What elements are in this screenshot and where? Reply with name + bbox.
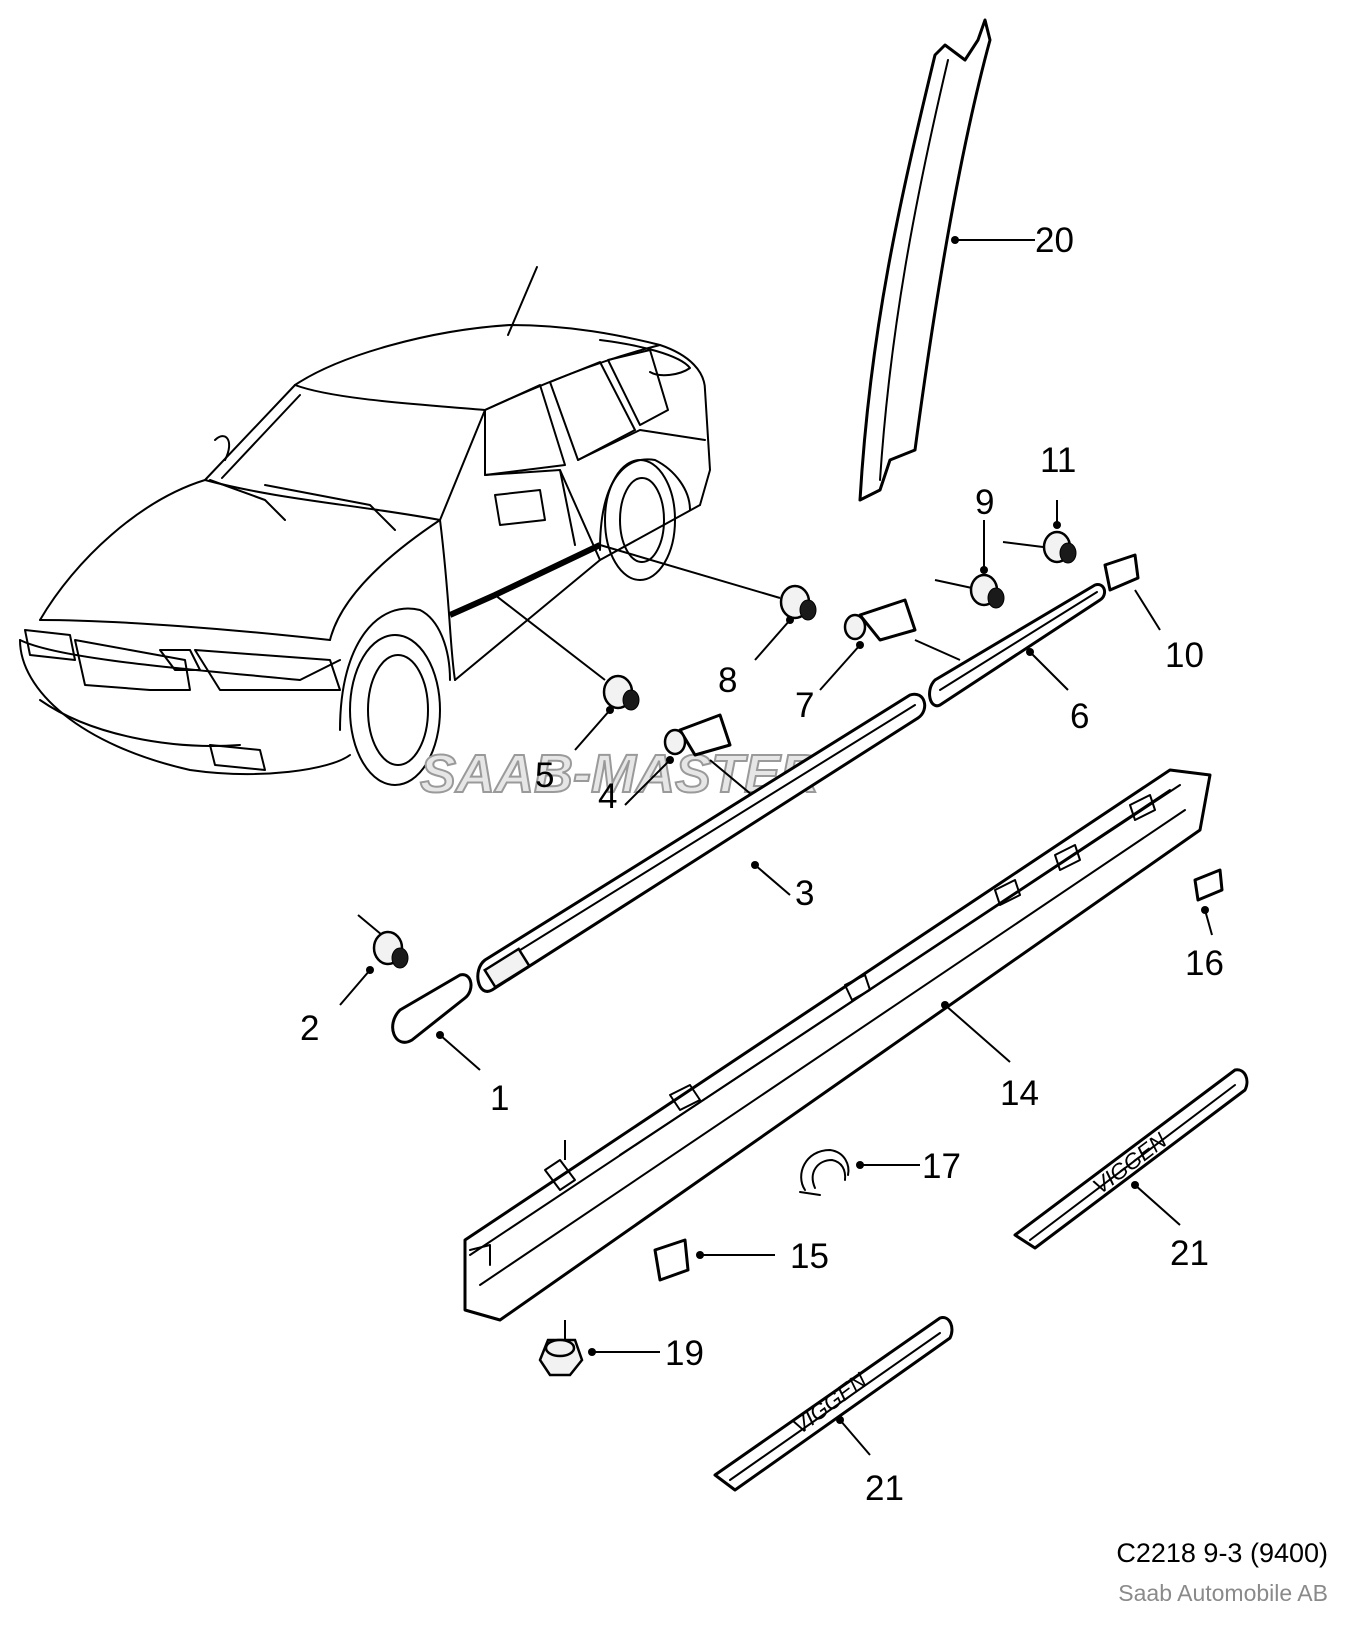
callout-3: 3 [795,874,814,913]
clip-part-4 [624,713,771,811]
side-skirt-part-14 [463,768,1212,1345]
molding-part-6 [928,583,1107,708]
callout-1: 1 [490,1079,509,1118]
callout-10: 10 [1165,636,1204,675]
clip-part-7 [819,598,961,691]
sill-plate-part-21-lower: VIGGEN [713,1316,954,1492]
callout-2: 2 [300,1009,319,1048]
sill-plate-part-21-upper: VIGGEN [1013,1068,1249,1250]
callout-17: 17 [922,1147,961,1186]
clip-part-11 [1002,500,1077,564]
clip-part-5 [574,674,640,751]
callout-15: 15 [790,1237,829,1276]
callout-9: 9 [975,483,994,522]
callout-4: 4 [598,777,617,816]
pillar-trim-part-20 [858,18,1035,502]
callout-11: 11 [1040,441,1076,480]
callout-5: 5 [535,756,554,795]
sill-script-upper: VIGGEN [1088,1127,1171,1199]
callout-labels: 1 2 3 4 5 6 7 8 9 10 11 14 15 16 17 19 2… [300,221,1224,1508]
callout-21-lower: 21 [865,1469,904,1508]
clip-part-9 [934,520,1005,609]
diagram-code: C2218 9-3 (9400) [1116,1538,1328,1568]
clip-part-2 [339,914,409,1006]
callout-19: 19 [665,1334,704,1373]
plug-part-15 [653,1238,775,1282]
clip-part-17 [799,1149,920,1196]
callout-14: 14 [1000,1074,1039,1113]
nut-part-19 [538,1338,660,1377]
clip-part-8 [754,584,817,661]
callout-6: 6 [1070,697,1089,736]
manufacturer-credit: Saab Automobile AB [1118,1580,1328,1606]
end-cap-part-10 [1103,553,1161,631]
car-illustration [19,266,781,786]
plug-part-16 [1193,868,1224,936]
callout-7: 7 [795,686,814,725]
callout-21-upper: 21 [1170,1234,1209,1273]
callout-20: 20 [1035,221,1074,260]
callout-8: 8 [718,661,737,700]
end-cap-part-1 [391,973,481,1071]
molding-part-3 [476,692,927,993]
callout-16: 16 [1185,944,1224,983]
